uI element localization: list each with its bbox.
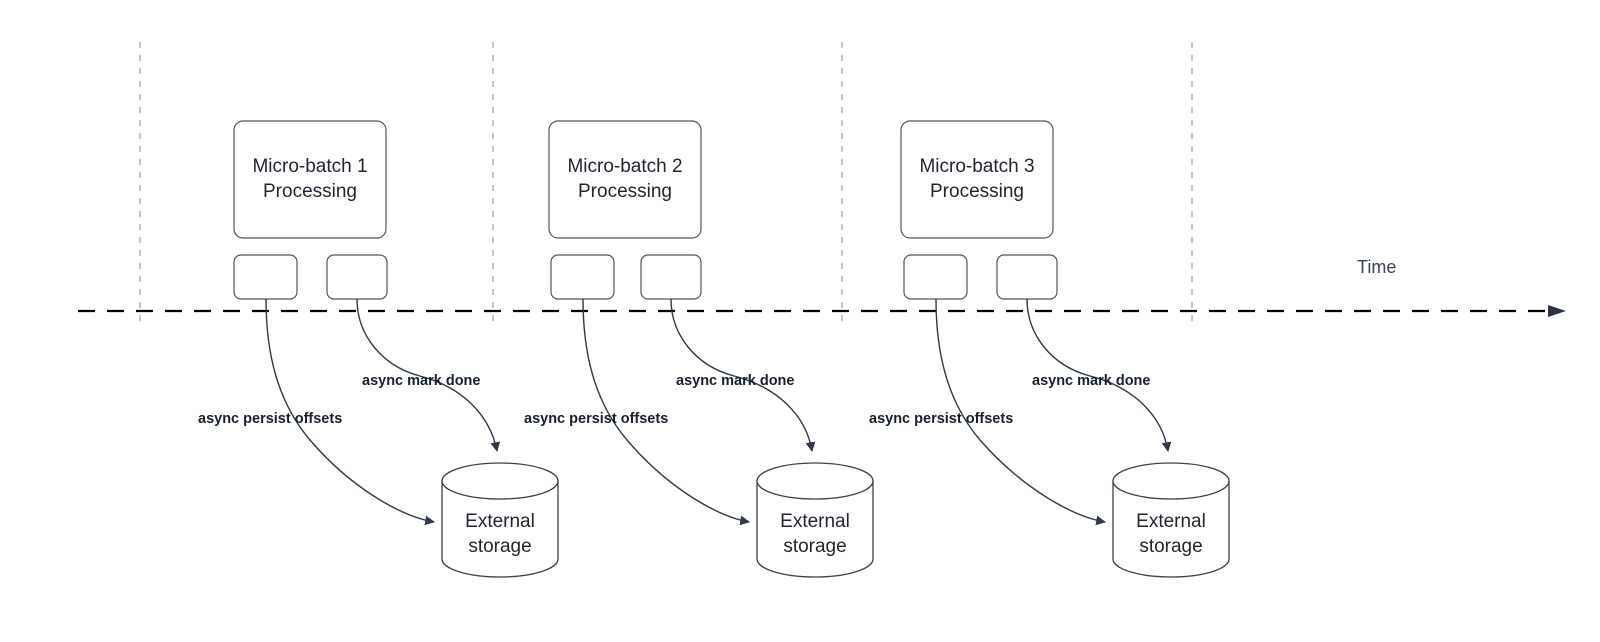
batch-group-3: Micro-batch 3 Processing External storag… — [869, 120, 1230, 578]
async-persist-offsets-label-3: async persist offsets — [869, 411, 1013, 427]
task-box-2b[interactable] — [640, 254, 702, 300]
batch-group-1: Micro-batch 1 Processing External storag… — [198, 120, 559, 578]
external-storage-2-label-line1: External — [780, 511, 850, 532]
external-storage-1-top — [441, 462, 559, 500]
time-axis — [78, 305, 1566, 317]
micro-batch-2-box[interactable] — [548, 120, 702, 239]
external-storage-1-label-line2: storage — [468, 536, 531, 557]
async-persist-offsets-label-2: async persist offsets — [524, 411, 668, 427]
time-axis-arrowhead — [1548, 305, 1566, 317]
task-box-3b[interactable] — [996, 254, 1058, 300]
micro-batch-1-box[interactable] — [233, 120, 387, 239]
external-storage-1[interactable]: External storage — [441, 462, 559, 578]
async-persist-offsets-label-1: async persist offsets — [198, 411, 342, 427]
micro-batch-1-label-line2: Processing — [263, 181, 357, 202]
external-storage-2-top — [756, 462, 874, 500]
async-mark-done-edge-3 — [1026, 298, 1172, 452]
external-storage-1-body — [441, 480, 559, 578]
micro-batch-3-label-line2: Processing — [930, 181, 1024, 202]
external-storage-1-label-line1: External — [465, 511, 535, 532]
external-storage-3-label-line2: storage — [1139, 536, 1202, 557]
external-storage-2-body — [756, 480, 874, 578]
external-storage-3-top — [1112, 462, 1230, 500]
micro-batch-1-label-line1: Micro-batch 1 — [252, 156, 367, 177]
async-mark-done-label-3: async mark done — [1032, 373, 1150, 389]
external-storage-3-label-line1: External — [1136, 511, 1206, 532]
async-persist-offsets-edge-2 — [582, 298, 750, 526]
external-storage-2[interactable]: External storage — [756, 462, 874, 578]
async-mark-done-edge-1 — [356, 298, 501, 452]
external-storage-3[interactable]: External storage — [1112, 462, 1230, 578]
async-mark-done-label-2: async mark done — [676, 373, 794, 389]
external-storage-3-body — [1112, 480, 1230, 578]
task-box-1b[interactable] — [326, 254, 388, 300]
micro-batch-2-label-line2: Processing — [578, 181, 672, 202]
async-persist-offsets-edge-3 — [935, 298, 1106, 526]
batch-group-2: Micro-batch 2 Processing External storag… — [524, 120, 874, 578]
time-divider-lines — [139, 42, 1193, 327]
async-mark-done-edge-2 — [670, 298, 816, 452]
micro-batch-2-label-line1: Micro-batch 2 — [567, 156, 682, 177]
task-box-3a[interactable] — [903, 254, 968, 300]
task-box-2a[interactable] — [550, 254, 615, 300]
external-storage-2-label-line2: storage — [783, 536, 846, 557]
async-mark-done-label-1: async mark done — [362, 373, 480, 389]
micro-batch-3-box[interactable] — [900, 120, 1054, 239]
async-persist-offsets-edge-1 — [265, 298, 435, 526]
time-axis-label: Time — [1357, 257, 1396, 277]
micro-batch-3-label-line1: Micro-batch 3 — [919, 156, 1034, 177]
task-box-1a[interactable] — [233, 254, 298, 300]
